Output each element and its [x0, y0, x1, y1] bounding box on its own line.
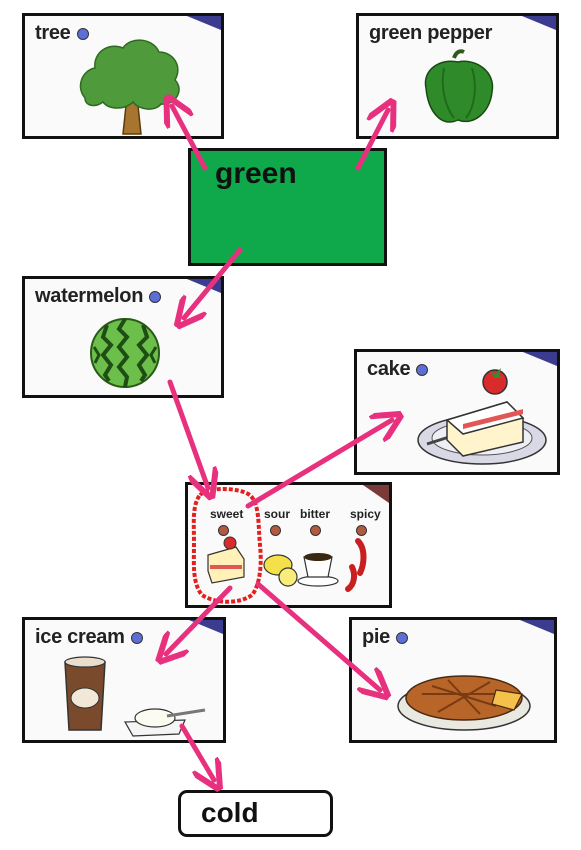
- card-corner-mark: [187, 279, 221, 293]
- card-ice-cream: ice cream: [22, 617, 226, 743]
- audio-icon: [310, 525, 321, 536]
- cold-label: cold: [201, 797, 259, 828]
- card-green-pepper: green pepper: [356, 13, 559, 139]
- audio-icon: [396, 631, 408, 644]
- card-watermelon: watermelon: [22, 276, 224, 398]
- card-corner-mark: [522, 16, 556, 30]
- ice-cream-illustration: [64, 656, 206, 737]
- tree-illustration: [79, 39, 180, 135]
- cake-illustration: [417, 368, 547, 465]
- tree-label: tree: [35, 22, 71, 44]
- green-pepper-illustration: [424, 49, 494, 123]
- card-corner-mark: [520, 620, 554, 634]
- audio-icon: [149, 290, 162, 303]
- audio-icon: [76, 27, 89, 40]
- card-corner-mark: [187, 16, 221, 30]
- card-corner-mark: [523, 352, 557, 366]
- green-label: green: [215, 157, 297, 190]
- card-corner-mark: [189, 620, 223, 634]
- card-pie: pie: [349, 617, 557, 743]
- card-tastes: sweet sour bitter spicy: [185, 482, 392, 608]
- audio-icon: [356, 525, 367, 536]
- cake-label: cake: [367, 358, 411, 380]
- audio-icon: [416, 363, 429, 376]
- audio-icon: [270, 525, 281, 536]
- watermelon-label: watermelon: [35, 285, 144, 307]
- pie-illustration: [397, 675, 531, 731]
- taste-label-sour: sour: [264, 507, 291, 521]
- audio-icon: [218, 525, 229, 536]
- ice-cream-label: ice cream: [35, 626, 125, 648]
- cold-box: cold: [178, 790, 333, 837]
- card-tree: tree: [22, 13, 224, 139]
- audio-icon: [130, 631, 143, 644]
- taste-label-sweet: sweet: [210, 507, 244, 521]
- pie-label: pie: [362, 626, 390, 648]
- green-pepper-label: green pepper: [369, 22, 493, 44]
- green-center-box: green: [188, 148, 387, 266]
- watermelon-illustration: [90, 317, 160, 388]
- taste-label-spicy: spicy: [350, 507, 381, 521]
- taste-label-bitter: bitter: [300, 507, 330, 521]
- card-cake: cake: [354, 349, 560, 475]
- taste-illustrations: [191, 487, 367, 604]
